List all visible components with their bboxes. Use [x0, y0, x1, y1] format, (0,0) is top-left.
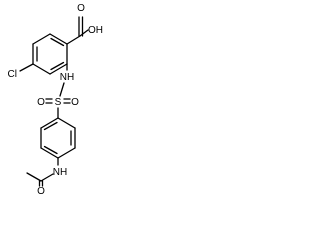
ring-a-double-bond: [50, 37, 65, 47]
ring-b-bond: [57, 117, 76, 129]
ring-to-chlorine-bond: [19, 63, 34, 72]
chloro-substituent: Cl: [8, 63, 34, 80]
ring-b-bond: [40, 117, 59, 129]
sulfonyl-oxygen-right-label: O: [71, 97, 79, 108]
amide-carbonyl-to-methyl-bond: [26, 172, 42, 182]
chlorine-label: Cl: [8, 69, 17, 80]
ring-a-bond: [49, 33, 68, 45]
amide-oxygen-label: O: [37, 186, 45, 194]
ring-a-bond: [32, 33, 51, 45]
amide-n-to-carbonyl-bond: [40, 173, 54, 182]
ring-a-bond: [49, 63, 68, 75]
hydroxyl-label: OH: [88, 25, 103, 36]
ring-to-carboxyl-bond: [66, 35, 81, 45]
acetamidophenyl-ring: [40, 117, 76, 159]
acetamide-group: NH O: [26, 157, 67, 194]
chemical-structure: O OH Cl NH S O O NH: [8, 3, 103, 194]
sulfonyl-oxygen-left-label: O: [37, 97, 45, 108]
sulfur-label: S: [55, 97, 62, 108]
ring-b-bond: [57, 147, 76, 159]
amide-nh-label: NH: [53, 167, 67, 178]
ring-b-double-bond: [43, 121, 58, 131]
carboxylic-acid-group: O OH: [66, 3, 103, 45]
nh-to-sulfur-bond: [59, 82, 65, 97]
ring-b-bond: [40, 147, 59, 159]
benzoic-acid-ring: [32, 33, 68, 75]
sulfonamide-group: NH S O O: [37, 63, 79, 119]
ring-a-double-bond: [50, 61, 65, 71]
carboxyl-c-oh-bond: [79, 29, 89, 37]
sulfonamide-nh-label: NH: [60, 72, 74, 83]
ring-b-double-bond: [43, 145, 58, 155]
ring-a-bond: [32, 63, 51, 75]
carbonyl-oxygen-label: O: [77, 3, 85, 14]
